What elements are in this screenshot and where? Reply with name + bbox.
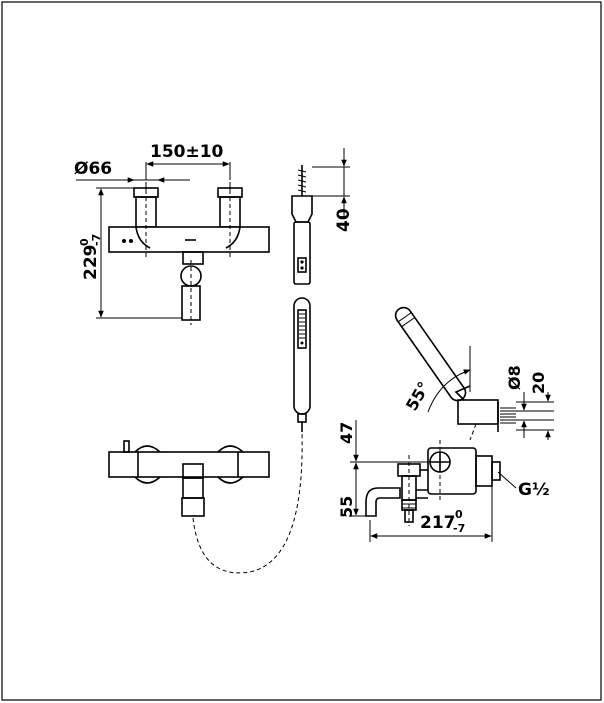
label-holder-height: 40	[334, 208, 354, 232]
dim-height-main: 229 0 -7	[78, 187, 182, 319]
dim-height-47: 47	[337, 420, 430, 476]
label-spout-length-upper-tol: 0	[455, 508, 463, 521]
label-height-55: 55	[337, 496, 356, 518]
label-thread: G½	[518, 480, 550, 500]
label-diameter-body: Ø66	[74, 159, 112, 179]
label-spout-length: 217	[420, 513, 456, 533]
spout-side-view	[365, 306, 516, 526]
dim-handshower-angle: 55°	[402, 346, 471, 414]
dim-hose-diameter: Ø8 20	[505, 365, 554, 440]
label-spout-length-lower-tol: -7	[453, 522, 465, 535]
label-spacing: 150±10	[150, 142, 224, 162]
dim-height-55: 55	[337, 474, 366, 518]
label-height-main-upper-tol: 0	[78, 238, 91, 246]
dim-holder-height: 40	[312, 148, 354, 232]
top-view	[108, 431, 303, 574]
label-hose-diameter: Ø8	[505, 365, 524, 390]
handshower-side-view	[291, 165, 313, 432]
label-width-20: 20	[529, 372, 548, 394]
dim-spacing: 150±10	[145, 142, 231, 180]
label-height-47: 47	[337, 422, 356, 444]
dim-spout-length: 217 0 -7	[369, 486, 493, 542]
label-height-main: 229	[81, 245, 101, 281]
label-height-main-lower-tol: -7	[90, 234, 103, 246]
label-thread-callout: G½	[497, 471, 550, 500]
front-view	[108, 176, 270, 325]
dim-diameter-body: Ø66	[74, 159, 190, 183]
